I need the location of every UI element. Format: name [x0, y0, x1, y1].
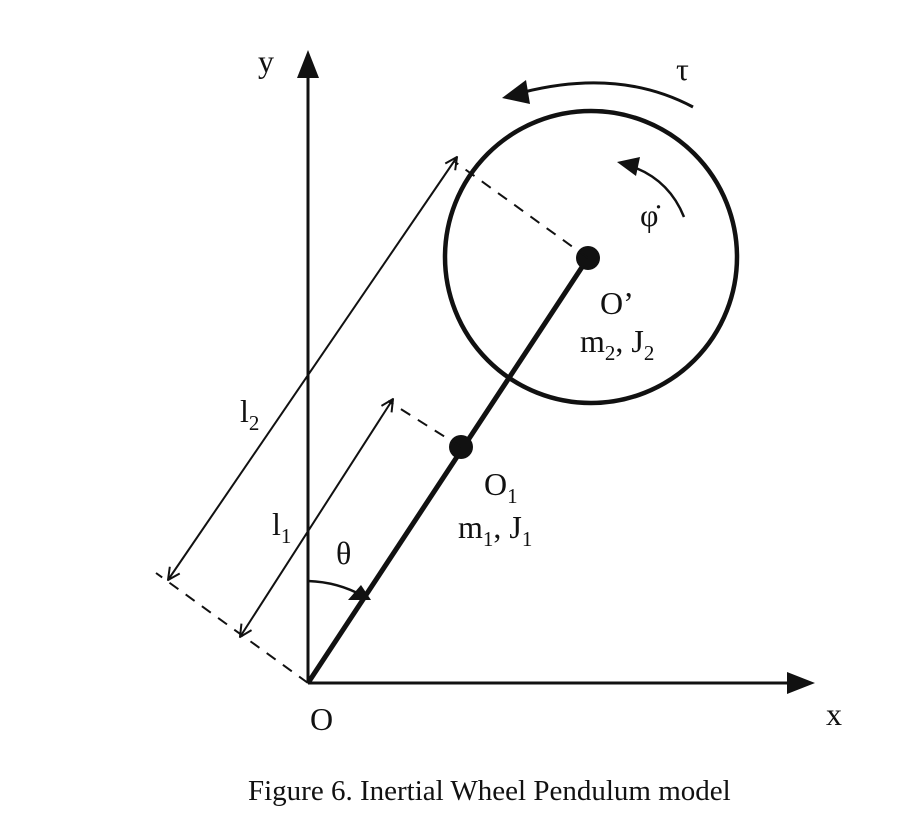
rod-mass-symbol: m — [458, 509, 483, 545]
length-l1-label: l1 — [272, 506, 291, 548]
torque-arrowhead — [502, 80, 530, 104]
torque-arc — [523, 81, 694, 109]
rod-center-label: O1 — [484, 466, 518, 508]
wheel-separator: , — [615, 323, 631, 359]
theta-label: θ — [336, 535, 351, 571]
torque-label: τ — [676, 51, 689, 87]
y-axis — [297, 50, 319, 683]
length-l2-label: l2 — [240, 393, 259, 435]
projection-lines — [155, 161, 589, 684]
y-axis-label: y — [258, 43, 274, 79]
origin-label: O — [310, 701, 333, 737]
wheel-center-label: O’ — [600, 285, 634, 321]
length-l1-dimension-arrow — [240, 399, 393, 637]
length-l2-index: 2 — [249, 411, 260, 435]
wheel-inertia-symbol: J — [631, 323, 643, 359]
wheel-rate-arrowhead — [617, 157, 640, 176]
rod-center-symbol: O — [484, 466, 507, 502]
length-l1-index: 1 — [281, 524, 292, 548]
wheel-mass-index: 2 — [605, 341, 616, 365]
wheel-rate-arc — [635, 166, 686, 218]
figure-caption: Figure 6. Inertial Wheel Pendulum model — [248, 775, 731, 807]
wheel-mass-inertia-label: m2, J2 — [580, 323, 654, 365]
wheel-mass-symbol: m — [580, 323, 605, 359]
length-l2-dimension-arrow — [168, 157, 457, 580]
x-axis-label: x — [826, 696, 842, 732]
pendulum-rod — [305, 256, 591, 685]
wheel-rate-label: φ̇ — [640, 197, 660, 233]
wheel-inertia-index: 2 — [644, 341, 655, 365]
rod-mass-inertia-label: m1, J1 — [458, 509, 532, 551]
rod-inertia-symbol: J — [509, 509, 521, 545]
rod-separator: , — [493, 509, 509, 545]
length-l1-symbol: l — [272, 506, 281, 542]
length-l2-symbol: l — [240, 393, 249, 429]
y-axis-arrowhead — [297, 50, 319, 78]
rod-center-index: 1 — [507, 484, 518, 508]
theta-arrowhead — [348, 585, 371, 600]
rod-inertia-index: 1 — [522, 527, 533, 551]
x-axis — [308, 672, 815, 694]
x-axis-arrowhead — [787, 672, 815, 694]
rod-mass-index: 1 — [483, 527, 494, 551]
